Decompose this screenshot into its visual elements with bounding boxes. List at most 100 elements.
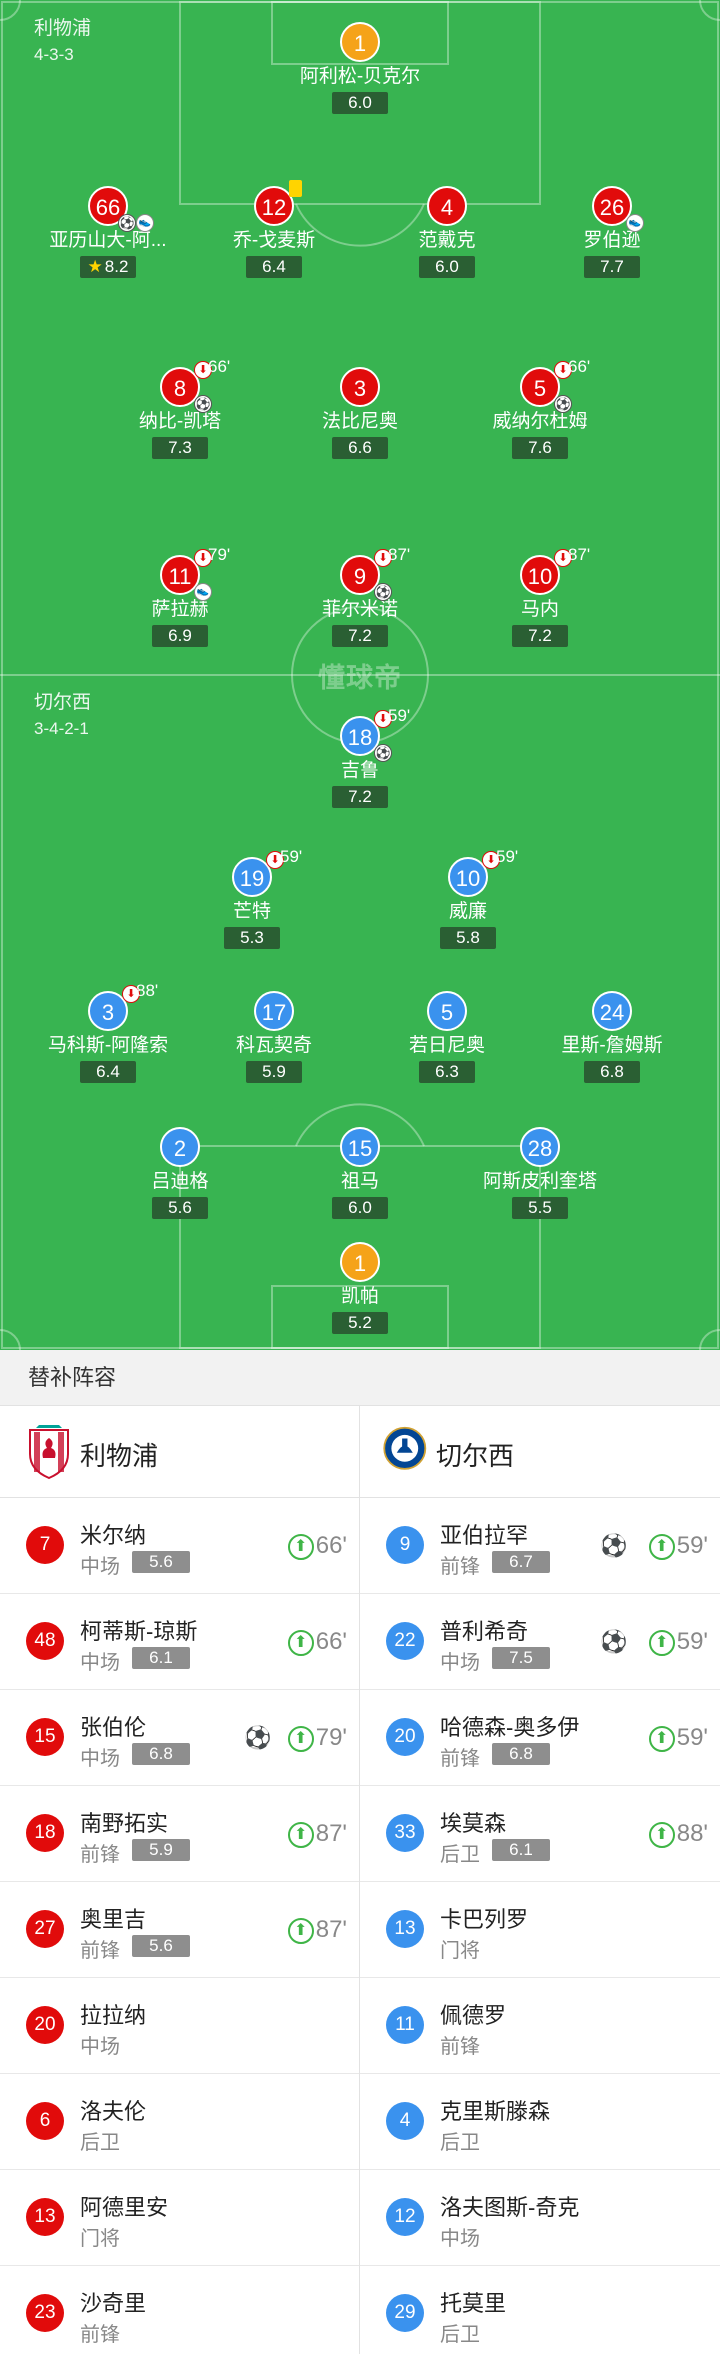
sub-player-row[interactable]: 20 拉拉纳 中场 <box>0 1978 359 2074</box>
player-marker[interactable]: 1 阿利松-贝克尔 6.0 <box>265 22 455 114</box>
player-name: 乔-戈麦斯 <box>232 230 316 251</box>
player-marker[interactable]: 17 科瓦契奇 5.9 <box>179 991 369 1083</box>
sub-off-icon: ⬇ <box>122 985 140 1003</box>
sub-player-row[interactable]: 4 克里斯滕森 后卫 <box>360 2074 720 2170</box>
player-marker[interactable]: 3 法比尼奥 6.6 <box>265 367 455 459</box>
sub-name: 奥里吉 <box>80 1907 147 1932</box>
sub-player-row[interactable]: 18 南野拓实 前锋 5.9 ⬆87' <box>0 1786 359 1882</box>
yellow-card-icon <box>289 180 302 197</box>
goal-ball-icon: ⚽ <box>374 744 392 762</box>
sub-number: 20 <box>26 2006 64 2044</box>
player-marker[interactable]: 5 ⬇ ⚽ 66' 威纳尔杜姆 7.6 <box>445 357 635 459</box>
player-rating: 7.2 <box>332 625 388 647</box>
goal-ball-icon: ⚽ <box>118 214 136 232</box>
sub-number: 15 <box>26 1718 64 1756</box>
sub-player-row[interactable]: 12 洛夫图斯-奇克 中场 <box>360 2170 720 2266</box>
sub-name: 托莫里 <box>440 2291 507 2316</box>
sub-player-row[interactable]: 13 卡巴列罗 门将 <box>360 1882 720 1978</box>
sub-position: 前锋 <box>440 2036 480 2058</box>
sub-player-row[interactable]: 27 奥里吉 前锋 5.6 ⬆87' <box>0 1882 359 1978</box>
sub-player-row[interactable]: 7 米尔纳 中场 5.6 ⬆66' <box>0 1498 359 1594</box>
sub-player-row[interactable]: 29 托莫里 后卫 <box>360 2266 720 2354</box>
assist-boot-icon: 👟 <box>194 583 212 601</box>
player-name: 祖马 <box>340 1171 379 1192</box>
sub-in-arrow-icon: ⬆ <box>648 1726 675 1752</box>
sub-player-row[interactable]: 13 阿德里安 门将 <box>0 2170 359 2266</box>
sub-position: 中场 <box>80 1652 120 1674</box>
player-name: 吉鲁 <box>340 760 379 781</box>
player-marker[interactable]: 66 ⚽ 👟 亚历山大-阿... ★8.2 <box>13 186 203 278</box>
player-marker[interactable]: 18 ⬇ ⚽ 59' 吉鲁 7.2 <box>265 706 455 808</box>
sub-in-arrow-icon: ⬆ <box>287 1822 314 1848</box>
player-marker[interactable]: 3 ⬇ 88' 马科斯-阿隆索 6.4 <box>13 981 203 1083</box>
sub-position: 门将 <box>440 1940 480 1962</box>
sub-player-row[interactable]: 9 亚伯拉罕 前锋 6.7 ⚽ ⬆59' <box>360 1498 720 1594</box>
player-number: 15 <box>340 1127 380 1167</box>
player-name: 威廉 <box>448 901 487 922</box>
sub-off-minute: 66' <box>208 357 231 376</box>
player-number: 3 <box>340 367 380 407</box>
sub-player-row[interactable]: 33 埃莫森 后卫 6.1 ⬆88' <box>360 1786 720 1882</box>
sub-in-time: ⬆87' <box>287 1916 347 1944</box>
sub-player-row[interactable]: 15 张伯伦 中场 6.8 ⚽ ⬆79' <box>0 1690 359 1786</box>
sub-position: 前锋 <box>440 1556 480 1578</box>
player-marker[interactable]: 12 乔-戈麦斯 6.4 <box>179 180 369 278</box>
away-subs-header[interactable]: 切尔西 <box>360 1406 720 1498</box>
away-team-header: 切尔西 3-4-2-1 <box>34 690 91 742</box>
sub-player-row[interactable]: 48 柯蒂斯-琼斯 中场 6.1 ⬆66' <box>0 1594 359 1690</box>
sub-rating: 6.1 <box>132 1647 190 1669</box>
sub-off-icon: ⬇ <box>266 851 284 869</box>
player-marker[interactable]: 19 ⬇ 59' 芒特 5.3 <box>157 847 347 949</box>
sub-rating: 6.7 <box>492 1551 550 1573</box>
player-number: 28 <box>520 1127 560 1167</box>
subs-table: 利物浦 7 米尔纳 中场 5.6 ⬆66' 48 柯蒂斯-琼斯 中场 6.1 ⬆… <box>0 1406 720 2354</box>
player-marker[interactable]: 10 ⬇ 87' 马内 7.2 <box>445 545 635 647</box>
player-marker[interactable]: 11 ⬇ 👟 79' 萨拉赫 6.9 <box>85 545 275 647</box>
player-name: 威纳尔杜姆 <box>492 411 588 432</box>
goal-ball-icon: ⚽ <box>600 1533 628 1558</box>
player-name: 法比尼奥 <box>321 411 398 432</box>
sub-in-arrow-icon: ⬆ <box>648 1630 675 1656</box>
sub-rating: 6.8 <box>492 1743 550 1765</box>
player-number: 9 <box>340 555 380 595</box>
sub-rating: 6.1 <box>492 1839 550 1861</box>
player-marker[interactable]: 26 👟 罗伯逊 7.7 <box>517 186 707 278</box>
player-marker[interactable]: 9 ⬇ ⚽ 87' 菲尔米诺 7.2 <box>265 545 455 647</box>
player-rating: 6.0 <box>332 92 388 114</box>
sub-position: 后卫 <box>440 2132 480 2154</box>
player-number: 8 <box>160 367 200 407</box>
sub-position: 后卫 <box>80 2132 120 2154</box>
player-name: 阿斯皮利奎塔 <box>482 1171 597 1192</box>
sub-player-row[interactable]: 22 普利希奇 中场 7.5 ⚽ ⬆59' <box>360 1594 720 1690</box>
player-marker[interactable]: 4 范戴克 6.0 <box>352 186 542 278</box>
player-marker[interactable]: 8 ⬇ ⚽ 66' 纳比-凯塔 7.3 <box>85 357 275 459</box>
sub-player-row[interactable]: 6 洛夫伦 后卫 <box>0 2074 359 2170</box>
player-rating: 7.3 <box>152 437 208 459</box>
sub-off-icon: ⬇ <box>554 361 572 379</box>
sub-player-row[interactable]: 11 佩德罗 前锋 <box>360 1978 720 2074</box>
player-marker[interactable]: 10 ⬇ 59' 威廉 5.8 <box>373 847 563 949</box>
sub-in-arrow-icon: ⬆ <box>287 1918 314 1944</box>
player-rating: 6.4 <box>80 1061 136 1083</box>
sub-off-minute: 59' <box>496 847 519 866</box>
player-marker[interactable]: 2 吕迪格 5.6 <box>85 1127 275 1219</box>
player-marker[interactable]: 24 里斯-詹姆斯 6.8 <box>517 991 707 1083</box>
player-marker[interactable]: 15 祖马 6.0 <box>265 1127 455 1219</box>
sub-off-icon: ⬇ <box>374 710 392 728</box>
player-marker[interactable]: 28 阿斯皮利奎塔 5.5 <box>445 1127 635 1219</box>
goal-ball-icon: ⚽ <box>194 395 212 413</box>
player-name: 马科斯-阿隆索 <box>47 1035 169 1056</box>
goal-ball-icon: ⚽ <box>244 1725 272 1750</box>
player-marker[interactable]: 1 凯帕 5.2 <box>265 1242 455 1334</box>
sub-rating: 7.5 <box>492 1647 550 1669</box>
sub-player-row[interactable]: 20 哈德森-奥多伊 前锋 6.8 ⬆59' <box>360 1690 720 1786</box>
player-rating: 6.0 <box>332 1197 388 1219</box>
player-marker[interactable]: 5 若日尼奥 6.3 <box>352 991 542 1083</box>
sub-name: 拉拉纳 <box>80 2003 147 2028</box>
goal-ball-icon: ⚽ <box>554 395 572 413</box>
player-name: 亚历山大-阿... <box>49 230 167 251</box>
player-rating: 7.6 <box>512 437 568 459</box>
home-subs-header[interactable]: 利物浦 <box>0 1406 359 1498</box>
sub-player-row[interactable]: 23 沙奇里 前锋 <box>0 2266 359 2354</box>
sub-off-icon: ⬇ <box>194 361 212 379</box>
